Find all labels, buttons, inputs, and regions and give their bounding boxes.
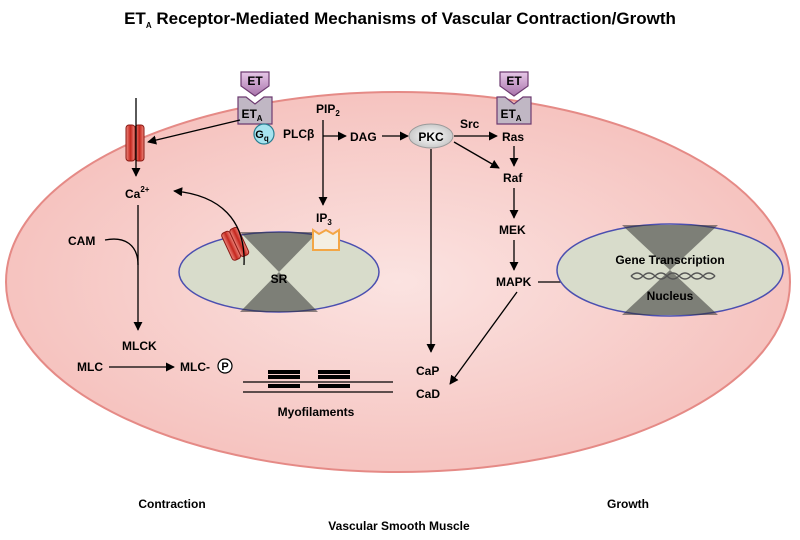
- calcium-channel-icon: [125, 124, 145, 162]
- dna-helix-icon: [630, 272, 716, 280]
- ip3-label: IP3: [316, 211, 332, 227]
- nucleus-shadow-top: [622, 225, 718, 270]
- sr-shadow-top: [240, 232, 318, 272]
- ip3-receptor-icon: [312, 228, 340, 251]
- pip2-label: PIP2: [316, 102, 340, 118]
- cell-type-label: Vascular Smooth Muscle: [328, 519, 470, 533]
- cam-label: CAM: [68, 234, 95, 248]
- et-ligand-left-label: ET: [247, 74, 263, 88]
- phosphate-icon: [217, 358, 233, 374]
- myofilaments-icon: [243, 370, 393, 393]
- cap-label: CaP: [416, 364, 439, 378]
- contraction-label: Contraction: [138, 497, 205, 511]
- pkc-icon: [408, 123, 454, 149]
- eta-receptor-left-icon: [237, 96, 273, 125]
- dag-label: DAG: [350, 130, 377, 144]
- receptor-to-channel-arrow: [147, 119, 241, 145]
- calcium-label: Ca2+: [125, 185, 150, 201]
- et-ligand-right-icon: [499, 71, 529, 97]
- gq-protein-label: Gq: [255, 129, 269, 143]
- plcb-label: PLCβ: [283, 127, 314, 141]
- pkc-to-raf-arrow: [453, 141, 500, 169]
- gq-protein-icon: [253, 123, 275, 145]
- mlc-p-label: MLC-: [180, 360, 210, 374]
- nucleus-shadow-bottom: [622, 270, 718, 315]
- raf-label: Raf: [503, 171, 523, 185]
- mapk-to-cad-arrow: [449, 291, 518, 385]
- sr-shadow-bottom: [240, 272, 318, 312]
- sr-release-arrow: [173, 187, 245, 266]
- cad-label: CaD: [416, 387, 440, 401]
- sr-label: SR: [271, 272, 288, 286]
- mlck-label: MLCK: [122, 339, 157, 353]
- gene-transcription-label: Gene Transcription: [615, 253, 724, 267]
- mek-label: MEK: [499, 223, 526, 237]
- et-ligand-right-label: ET: [506, 74, 522, 88]
- src-label: Src: [460, 117, 480, 131]
- diagram-title: ETA Receptor-Mediated Mechanisms of Vasc…: [124, 9, 676, 30]
- et-ligand-left-icon: [240, 71, 270, 97]
- growth-label: Growth: [607, 497, 649, 511]
- eta-receptor-right-label: ETA: [500, 107, 521, 123]
- nucleus-label: Nucleus: [647, 289, 694, 303]
- eta-receptor-left-label: ETA: [241, 107, 262, 123]
- myofilaments-label: Myofilaments: [278, 405, 355, 419]
- pkc-label: PKC: [418, 130, 444, 144]
- mapk-label: MAPK: [496, 275, 532, 289]
- mlc-label: MLC: [77, 360, 103, 374]
- ras-label: Ras: [502, 130, 524, 144]
- eta-receptor-right-icon: [496, 96, 532, 125]
- phosphate-label: P: [221, 361, 228, 373]
- cell-membrane: [5, 91, 791, 473]
